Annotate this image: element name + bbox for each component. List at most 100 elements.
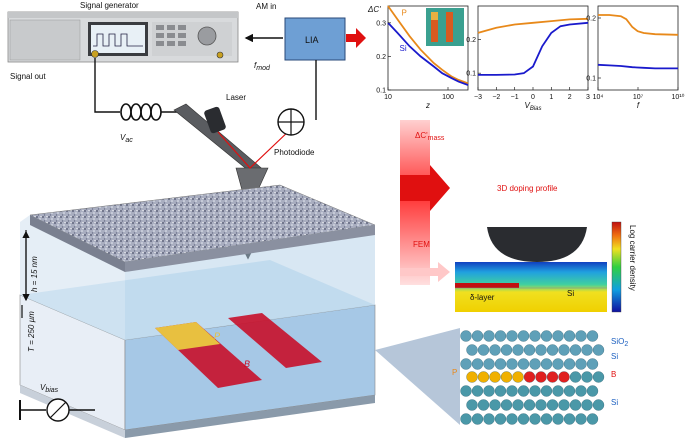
- atom: [523, 371, 536, 383]
- atom: [569, 399, 582, 411]
- atom: [500, 371, 513, 383]
- doping-profile-arrow: [400, 165, 450, 211]
- x-tick-label: 2: [568, 94, 572, 101]
- y-tick-label: 0.3: [376, 20, 386, 27]
- atom: [592, 344, 605, 356]
- atom: [529, 358, 541, 370]
- atom: [460, 385, 472, 397]
- series-label: P: [402, 8, 407, 17]
- y-tick-label: 0.1: [466, 71, 476, 78]
- atom: [540, 330, 553, 342]
- y-tick-label: 0.2: [376, 54, 386, 61]
- x-tick-label: 100: [442, 94, 454, 101]
- atom: [460, 358, 472, 370]
- atom: [529, 413, 541, 425]
- atom: [500, 344, 513, 356]
- lia-box: [284, 17, 346, 61]
- laser-label: Laser: [226, 93, 246, 102]
- x-tick-label: 10: [384, 94, 392, 101]
- atom: [517, 330, 530, 342]
- y-tick-label: 0.1: [376, 88, 386, 95]
- x-axis-label: f: [637, 101, 640, 110]
- atom: [477, 344, 490, 356]
- atom: [540, 385, 553, 397]
- atom: [546, 371, 559, 383]
- carrier-density-colorbar: [611, 221, 622, 313]
- atom: [494, 358, 507, 370]
- series-line-0: [598, 14, 679, 36]
- process-column: [400, 120, 430, 285]
- t-label: T = 250 µm: [27, 311, 36, 352]
- atom: [581, 371, 593, 383]
- atom: [546, 344, 559, 356]
- atom: [563, 385, 576, 397]
- atom: [489, 344, 501, 356]
- y-tick-label: 0.2: [466, 37, 476, 44]
- atom: [471, 413, 484, 425]
- y-axis-label: ΔC': [367, 5, 381, 14]
- lia-label: LIA: [305, 35, 319, 45]
- x-tick-label: 10¹⁰: [672, 93, 685, 101]
- fmod-label: fmod: [254, 61, 271, 72]
- delta-layer-label: δ-layer: [470, 293, 495, 302]
- signal-generator: [7, 11, 239, 63]
- fem-arrow: [400, 262, 450, 282]
- atom: [563, 413, 576, 425]
- atom: [552, 385, 564, 397]
- atom: [506, 358, 518, 370]
- atom: [540, 413, 553, 425]
- atom: [575, 330, 587, 342]
- sio2-label: SiO2: [611, 337, 628, 348]
- atom: [489, 371, 501, 383]
- y-tick-label: 0.1: [586, 76, 596, 83]
- atom: [558, 344, 570, 356]
- fem-si-label: Si: [567, 289, 574, 298]
- series-line-0: [477, 17, 589, 34]
- doping-profile-label: 3D doping profile: [497, 184, 558, 193]
- atom: [466, 399, 478, 411]
- h-label: h = 15 nm: [30, 256, 39, 292]
- atom: [523, 399, 536, 411]
- log-carrier-label: Log carrier density: [628, 225, 637, 291]
- atom: [471, 330, 484, 342]
- atom: [466, 344, 478, 356]
- atom: [529, 330, 541, 342]
- atom: [552, 330, 564, 342]
- atom: [586, 413, 599, 425]
- zoom-cone: [375, 328, 460, 425]
- atom: [477, 371, 490, 383]
- chart-frame: [597, 5, 679, 91]
- si-top-label: Si: [611, 352, 618, 361]
- dc-mass-label: ΔC'mass: [415, 131, 445, 142]
- atom: [512, 344, 524, 356]
- p-region-left: [155, 322, 220, 350]
- atom: [575, 413, 587, 425]
- p-strip-label: P: [214, 331, 220, 341]
- vac-label: Vac: [120, 133, 133, 144]
- atom: [535, 371, 547, 383]
- atom: [529, 385, 541, 397]
- series-line-1: [387, 22, 469, 86]
- vbias-label: Vbias: [40, 383, 59, 394]
- x-tick-label: −1: [511, 94, 519, 101]
- am-in-label: AM in: [256, 2, 276, 11]
- atom: [489, 399, 501, 411]
- atom: [500, 399, 513, 411]
- atom: [569, 344, 582, 356]
- atom: [483, 413, 495, 425]
- atom: [558, 399, 570, 411]
- atom: [575, 385, 587, 397]
- vac-coil: [120, 103, 162, 121]
- atom: [477, 399, 490, 411]
- b-strip-label: B: [244, 359, 250, 369]
- atom: [546, 399, 559, 411]
- atom: [581, 399, 593, 411]
- p-lattice-label: P: [452, 368, 457, 377]
- atom: [460, 413, 472, 425]
- atom: [506, 413, 518, 425]
- atom: [494, 385, 507, 397]
